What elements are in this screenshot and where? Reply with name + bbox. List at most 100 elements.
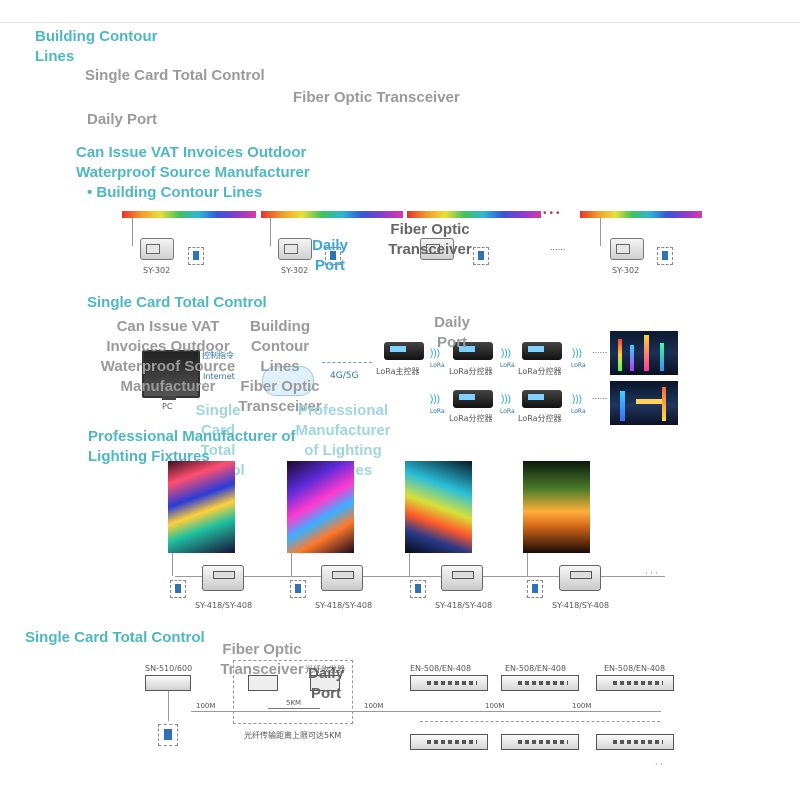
led-panel <box>287 461 354 553</box>
control-command-label: 控制指令 <box>202 351 234 360</box>
fiber-transceiver <box>310 675 340 691</box>
lora-slave-label: LoRa分控器 <box>449 367 493 376</box>
heading-professional-manufacturer: Professional Manufacturer of Lighting Fi… <box>88 428 296 465</box>
sy418-controller <box>441 565 483 591</box>
overlay-daily-port: Daily Port <box>434 314 470 351</box>
lora-slave <box>522 390 562 408</box>
pc-icon <box>657 247 673 265</box>
pc-icon <box>527 580 543 598</box>
model-label: SY-302 <box>281 266 309 275</box>
light-column <box>630 345 634 371</box>
monitor-icon <box>142 350 200 398</box>
pc-screen <box>164 729 172 740</box>
lora-slave <box>453 342 493 360</box>
sn-controller <box>145 675 191 691</box>
ellipsis: ...... <box>550 243 566 252</box>
speed-label: 100M <box>196 702 216 710</box>
pc-icon <box>158 724 178 746</box>
model-label: SY-302 <box>143 266 171 275</box>
wifi-icon: ))) <box>572 394 582 405</box>
wire <box>270 218 271 246</box>
sy418-controller <box>559 565 601 591</box>
lora-tag: LoRa <box>571 408 586 415</box>
en-switch <box>410 675 488 691</box>
fiber-note: 光纤传输距离上限可达5KM <box>244 731 342 740</box>
distance-label: 5KM <box>286 699 302 707</box>
strip-gap-dots: ••• <box>543 208 563 219</box>
sy302-controller <box>610 238 644 260</box>
led-strip <box>407 211 541 218</box>
heading-building-contour-lines: Building Contour Lines <box>35 28 158 65</box>
model-label: SY-418/SY-408 <box>315 601 373 610</box>
led-panel <box>168 461 235 553</box>
pc-icon <box>290 580 306 598</box>
wifi-icon: ))) <box>501 348 511 359</box>
speed-label: 100M <box>485 702 505 710</box>
lora-slave-label: LoRa分控器 <box>518 414 562 423</box>
fiber-line <box>268 708 320 709</box>
overlay-vat-manufacturer: Can Issue VAT Invoices Outdoor Waterproo… <box>100 318 236 395</box>
en-switch <box>410 734 488 750</box>
fiber-transceiver-label: 光纤收发器 <box>305 665 345 674</box>
light-column <box>618 339 622 371</box>
heading-single-card-total-control-2: Single Card Total Control <box>25 629 205 646</box>
en-switch <box>501 734 579 750</box>
ellipsis: ...... <box>592 392 608 401</box>
night-scene-photo <box>610 331 678 375</box>
lora-tag: LoRa <box>500 408 515 415</box>
led-strip <box>122 211 256 218</box>
wire <box>527 553 528 576</box>
light-column <box>620 391 625 421</box>
lora-slave-label: LoRa分控器 <box>518 367 562 376</box>
wifi-icon: ))) <box>572 348 582 359</box>
sy418-controller <box>202 565 244 591</box>
monitor-stand <box>162 396 176 400</box>
lora-master <box>384 342 424 360</box>
model-label: SY-418/SY-408 <box>552 601 610 610</box>
sy302-controller <box>420 238 454 260</box>
heading-vat-manufacturer: Can Issue VAT Invoices Outdoor Waterproo… <box>76 144 310 181</box>
net-line <box>191 711 661 712</box>
en-switch <box>596 675 674 691</box>
lora-slave <box>453 390 493 408</box>
led-strip <box>580 211 702 218</box>
sy418-controller <box>321 565 363 591</box>
pc-label: PC <box>162 402 173 411</box>
label-single-card-total-control: Single Card Total Control <box>85 67 265 84</box>
pc-icon <box>325 247 341 265</box>
label-fiber-optic-transceiver: Fiber Optic Transceiver <box>293 89 460 106</box>
lora-master-label: LoRa主控器 <box>376 367 420 376</box>
pc-icon <box>188 247 204 265</box>
lora-slave-label: LoRa分控器 <box>449 414 493 423</box>
sy302-controller <box>278 238 312 260</box>
overlay-building-contour-lines: Building Contour Lines <box>250 318 310 375</box>
heading-single-card-total-control: Single Card Total Control <box>87 294 267 311</box>
pc-icon <box>170 580 186 598</box>
wire <box>600 218 601 246</box>
en-switch <box>596 734 674 750</box>
pc-icon <box>410 580 426 598</box>
lora-slave <box>522 342 562 360</box>
led-panel <box>523 461 590 553</box>
en-switch <box>501 675 579 691</box>
pc-icon <box>473 247 489 265</box>
light-column <box>660 343 664 371</box>
led-panel <box>405 461 472 553</box>
en-model-label: EN-508/EN-408 <box>604 664 666 673</box>
label-daily-port: Daily Port <box>87 111 158 128</box>
en-model-label: EN-508/EN-408 <box>410 664 472 673</box>
overlay-daily-port: Daily Port <box>312 237 348 274</box>
light-column <box>662 387 666 421</box>
fiber-transceiver <box>248 675 278 691</box>
lora-tag: LoRa <box>500 362 515 369</box>
speed-label: 100M <box>364 702 384 710</box>
internet-label: Internet <box>203 372 235 381</box>
bullet-building-contour-lines: • Building Contour Lines <box>87 184 263 201</box>
wire <box>409 553 410 576</box>
network-label: 4G/5G <box>330 371 359 381</box>
model-label: SY-418/SY-408 <box>195 601 253 610</box>
lora-tag: LoRa <box>430 362 445 369</box>
wire <box>168 691 169 721</box>
data-line <box>175 576 665 577</box>
ellipsis: · · <box>655 760 663 769</box>
